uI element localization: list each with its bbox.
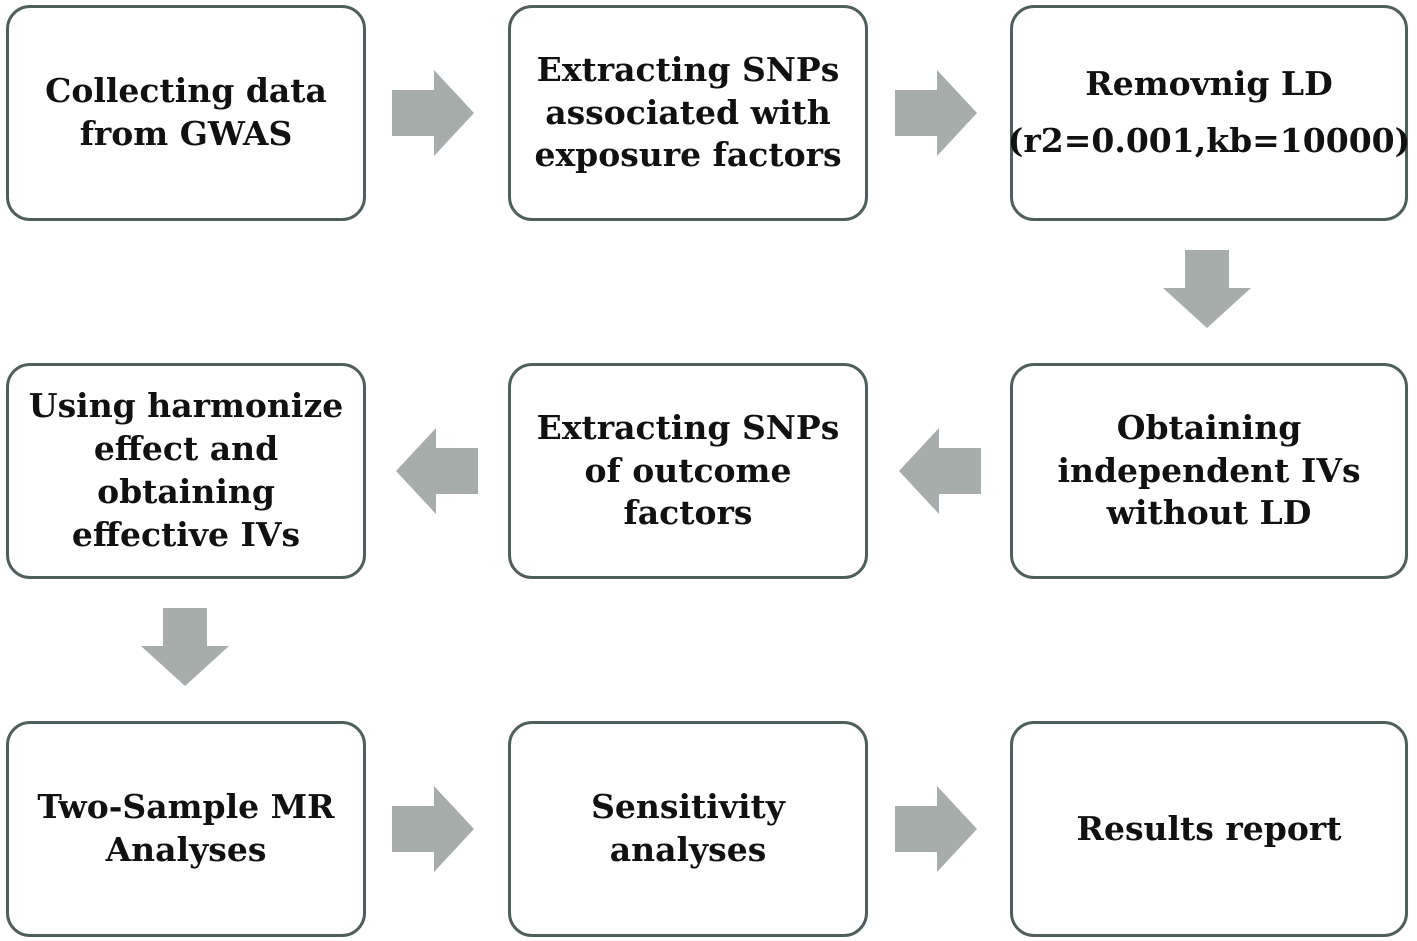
step-sensitivity-line-2: analyses bbox=[609, 830, 767, 869]
step-extracting-snps-outcome-box: Extracting SNPs of outcome factors bbox=[508, 363, 868, 579]
step-independent-ivs-line-2: independent IVs bbox=[1057, 450, 1361, 490]
arrow-right-2 bbox=[895, 70, 977, 156]
step-harmonize-line-1: Using harmonize bbox=[28, 386, 344, 426]
step-extracting-snps-outcome-line-2: of outcome bbox=[584, 450, 792, 490]
step-two-sample-mr-line-1: Two-Sample MR bbox=[37, 787, 335, 827]
step-results-report-line-1: Results report bbox=[1076, 808, 1342, 848]
step-collecting-data-box: Collecting data from GWAS bbox=[6, 5, 366, 221]
step-harmonize-line-3: obtaining bbox=[97, 472, 275, 511]
arrow-right-1 bbox=[392, 70, 474, 156]
arrow-left-1 bbox=[396, 428, 478, 514]
step-removing-ld-line-2: (r2=0.001,kb=10000) bbox=[1007, 121, 1411, 160]
step-independent-ivs-line-1: Obtaining bbox=[1116, 407, 1302, 447]
step-harmonize-line-2: effect and bbox=[93, 429, 279, 469]
step-removing-ld-line-1: Removnig LD bbox=[1085, 64, 1333, 104]
step-results-report-box: Results report bbox=[1010, 721, 1408, 937]
step-extracting-snps-exposure-line-2: associated with bbox=[545, 92, 831, 132]
step-two-sample-mr-line-2: Analyses bbox=[105, 830, 267, 869]
step-harmonize-box: Using harmonize effect and obtaining eff… bbox=[6, 363, 366, 579]
step-harmonize-line-4: effective IVs bbox=[71, 514, 301, 554]
step-sensitivity-box: Sensitivity analyses bbox=[508, 721, 868, 937]
step-sensitivity-line-1: Sensitivity bbox=[591, 787, 785, 827]
step-collecting-data-line-2: from GWAS bbox=[79, 114, 293, 153]
arrow-left-2 bbox=[899, 428, 981, 514]
step-extracting-snps-outcome-line-3: factors bbox=[623, 493, 753, 533]
arrow-down-2 bbox=[141, 608, 229, 686]
step-extracting-snps-outcome-line-1: Extracting SNPs bbox=[536, 407, 840, 447]
step-extracting-snps-exposure-box: Extracting SNPs associated with exposure… bbox=[508, 5, 868, 221]
step-independent-ivs-box: Obtaining independent IVs without LD bbox=[1010, 363, 1408, 579]
arrow-right-4 bbox=[895, 786, 977, 872]
step-removing-ld-box: Removnig LD (r2=0.001,kb=10000) bbox=[1007, 5, 1411, 221]
arrow-down-1 bbox=[1163, 250, 1251, 328]
step-extracting-snps-exposure-line-3: exposure factors bbox=[534, 135, 842, 175]
step-collecting-data-line-1: Collecting data bbox=[45, 71, 327, 111]
arrow-right-3 bbox=[392, 786, 474, 872]
step-two-sample-mr-box: Two-Sample MR Analyses bbox=[6, 721, 366, 937]
step-extracting-snps-exposure-line-1: Extracting SNPs bbox=[536, 49, 840, 89]
step-independent-ivs-line-3: without LD bbox=[1106, 493, 1312, 533]
